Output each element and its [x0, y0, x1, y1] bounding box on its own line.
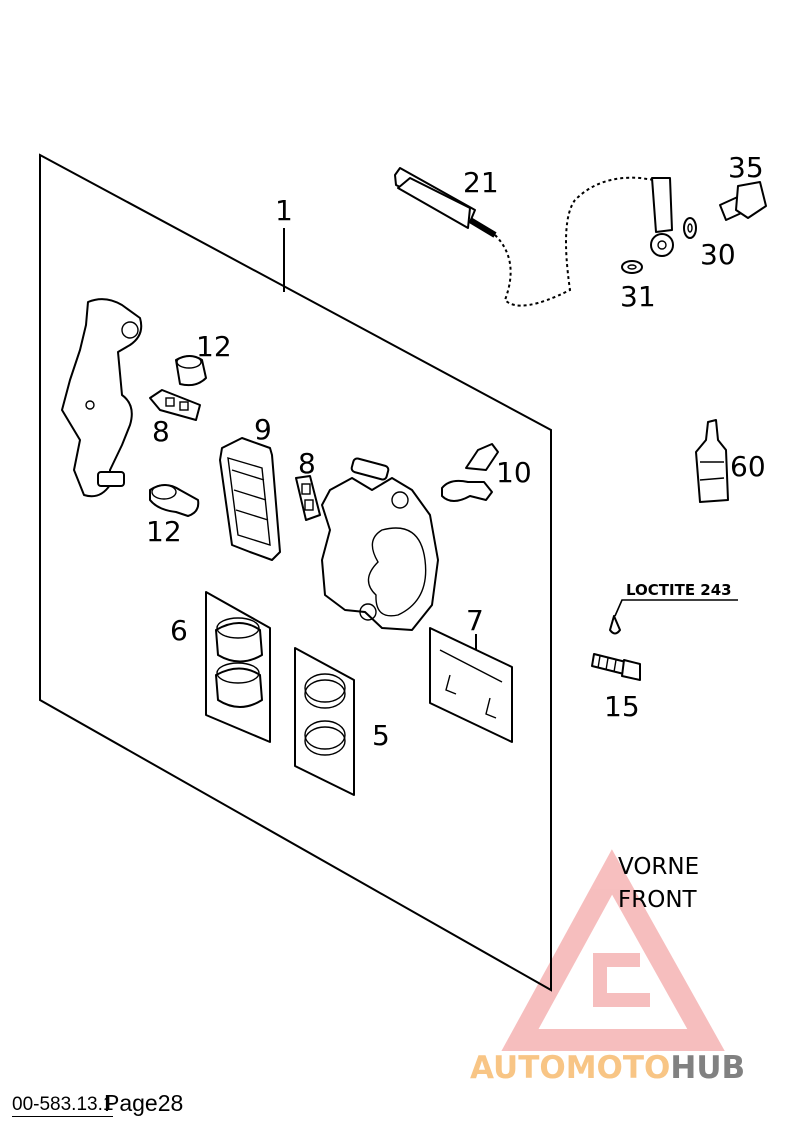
clip-8-left	[149, 389, 201, 421]
callout-30: 30	[700, 238, 736, 271]
caliper-body	[321, 457, 439, 631]
brake-line	[394, 167, 674, 307]
footer-page: Page28	[104, 1090, 184, 1116]
loctite-label: LOCTITE 243	[626, 581, 732, 599]
direction-line2: FRONT	[618, 887, 698, 913]
mount-bolt	[591, 599, 738, 681]
bolt-12-bottom	[149, 484, 200, 517]
pin-kit	[429, 627, 513, 743]
banjo-bolt	[719, 181, 767, 221]
callout-5: 5	[372, 719, 390, 752]
callout-31: 31	[620, 280, 656, 313]
watermark-text: AUTOMOTOHUB	[470, 1050, 745, 1086]
callout-10: 10	[496, 456, 532, 489]
callout-7: 7	[466, 604, 484, 637]
callout-12-bottom: 12	[146, 515, 182, 548]
washer-30	[683, 217, 697, 239]
callout-12-top: 12	[196, 330, 232, 363]
bleeder-valve	[441, 443, 499, 502]
callout-9: 9	[254, 413, 272, 446]
assembly-panel	[39, 153, 552, 992]
callout-21: 21	[463, 166, 499, 199]
callout-35: 35	[728, 151, 764, 184]
caliper-bracket	[61, 298, 143, 498]
brake-pads	[219, 437, 281, 561]
bolt-12-top	[175, 355, 207, 387]
callout-8-left: 8	[152, 415, 170, 448]
callout-8-right: 8	[298, 447, 316, 480]
footer-code: 00-583.13.1	[12, 1094, 114, 1117]
threadlocker-bottle	[695, 419, 729, 503]
piston-kit	[205, 591, 271, 743]
watermark-text-part1: AUTOMOTO	[470, 1050, 670, 1086]
watermark-logo	[501, 849, 725, 1051]
callout-15: 15	[604, 690, 640, 723]
clip-8-right	[295, 475, 321, 521]
watermark-text-part2: HUB	[670, 1050, 745, 1086]
callout-60: 60	[730, 450, 766, 483]
callout-1: 1	[275, 194, 293, 227]
washer-31	[621, 260, 643, 274]
direction-line1: VORNE	[618, 854, 699, 880]
callout-6: 6	[170, 614, 188, 647]
seal-kit	[294, 647, 355, 796]
